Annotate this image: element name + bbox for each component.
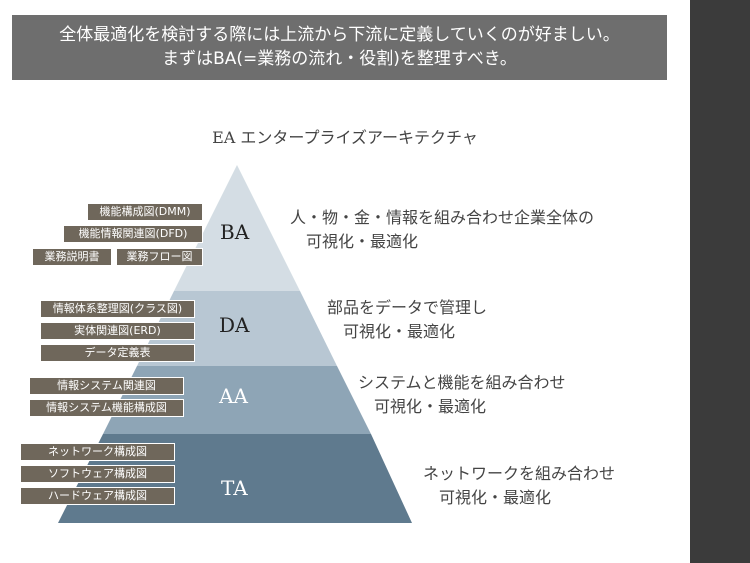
layer-label-ta: TA bbox=[221, 476, 248, 500]
layer-ba bbox=[174, 165, 300, 291]
desc-aa: システムと機能を組み合わせ 可視化・最適化 bbox=[358, 371, 566, 419]
diagram-title: EA エンタープライズアーキテクチャ bbox=[212, 128, 478, 147]
layer-label-da: DA bbox=[219, 313, 250, 337]
desc-aa-line1: システムと機能を組み合わせ bbox=[358, 373, 566, 392]
desc-ta: ネットワークを組み合わせ 可視化・最適化 bbox=[423, 462, 615, 510]
desc-ba: 人・物・金・情報を組み合わせ企業全体の 可視化・最適化 bbox=[290, 206, 594, 254]
tag-data-definition: データ定義表 bbox=[40, 344, 195, 362]
tag-class-diagram: 情報体系整理図(クラス図) bbox=[40, 300, 195, 318]
tag-hardware: ハードウェア構成図 bbox=[20, 487, 175, 505]
desc-ta-line1: ネットワークを組み合わせ bbox=[423, 464, 616, 483]
tag-business-doc: 業務説明書 bbox=[32, 248, 112, 266]
desc-da-line1: 部品をデータで管理し bbox=[327, 298, 488, 317]
desc-da: 部品をデータで管理し 可視化・最適化 bbox=[327, 296, 487, 344]
tag-software: ソフトウェア構成図 bbox=[20, 465, 175, 483]
desc-aa-line2: 可視化・最適化 bbox=[374, 397, 487, 416]
summary-line-1: 全体最適化を検討する際には上流から下流に定義していくのが好ましい。 bbox=[59, 25, 620, 45]
layer-label-ba: BA bbox=[220, 220, 250, 244]
dark-side-panel bbox=[690, 0, 750, 563]
summary-line-2: まずはBA(=業務の流れ・役割)を整理すべき。 bbox=[162, 49, 517, 69]
desc-ta-line2: 可視化・最適化 bbox=[439, 488, 552, 507]
tag-dfd: 機能情報関連図(DFD) bbox=[63, 225, 203, 243]
summary-banner: 全体最適化を検討する際には上流から下流に定義していくのが好ましい。 まずはBA(… bbox=[12, 15, 667, 80]
desc-da-line2: 可視化・最適化 bbox=[343, 322, 456, 341]
layer-label-aa: AA bbox=[219, 384, 248, 408]
desc-ba-line1: 人・物・金・情報を組み合わせ企業全体の bbox=[290, 208, 595, 227]
desc-ba-line2: 可視化・最適化 bbox=[306, 232, 419, 251]
tag-business-flow: 業務フロー図 bbox=[116, 248, 203, 266]
tag-dmm: 機能構成図(DMM) bbox=[87, 203, 203, 221]
tag-erd: 実体関連図(ERD) bbox=[40, 322, 195, 340]
tag-system-relation: 情報システム関連図 bbox=[29, 377, 184, 395]
tag-network: ネットワーク構成図 bbox=[20, 443, 175, 461]
tag-system-function: 情報システム機能構成図 bbox=[29, 399, 184, 417]
